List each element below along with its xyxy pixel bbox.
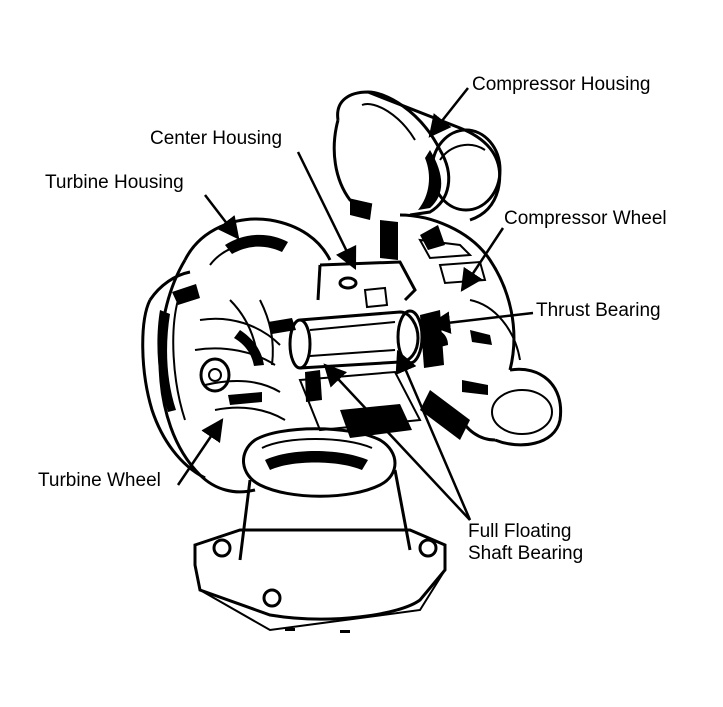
center-housing-shape: [288, 260, 424, 432]
label-compressor-housing: Compressor Housing: [472, 74, 651, 95]
label-thrust-bearing: Thrust Bearing: [536, 300, 661, 321]
leader-lines: [176, 87, 534, 521]
compressor-scroll-shape: [399, 213, 563, 447]
turbine-housing-shape: [141, 217, 332, 494]
label-shaft-bearing-line1: Full Floating: [468, 521, 572, 542]
label-center-housing: Center Housing: [150, 128, 283, 149]
label-turbine-wheel: Turbine Wheel: [38, 470, 161, 491]
turbine-outlet-flange-shape: [193, 427, 447, 632]
compressor-housing-shape: [332, 90, 502, 222]
label-turbine-housing: Turbine Housing: [45, 172, 184, 193]
label-shaft-bearing-line2: Shaft Bearing: [468, 543, 584, 564]
label-compressor-wheel: Compressor Wheel: [504, 208, 667, 229]
turbine-wheel-shape: [194, 299, 286, 421]
label-full-floating-shaft-bearing: Full Floating Shaft Bearing: [468, 521, 583, 565]
